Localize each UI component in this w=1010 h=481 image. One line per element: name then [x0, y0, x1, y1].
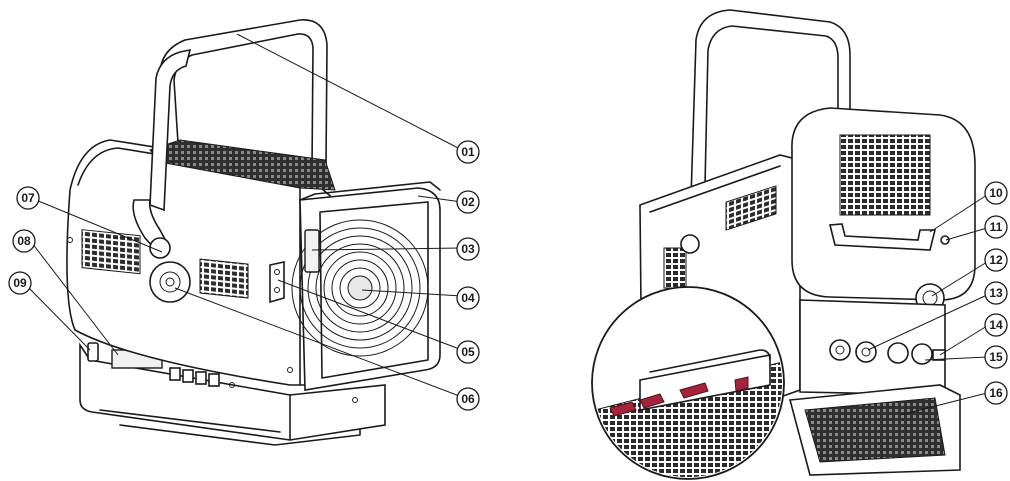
callout-06: 06	[456, 387, 480, 411]
rear-vent-grill	[839, 134, 931, 216]
accessory-clip[interactable]	[304, 229, 320, 273]
callout-09: 09	[8, 271, 32, 295]
latch-tab-3[interactable]	[679, 382, 709, 399]
svg-text:04: 04	[461, 291, 475, 305]
callout-12: 12	[984, 248, 1008, 272]
control-buttons[interactable]	[169, 367, 220, 387]
callout-11: 11	[984, 215, 1008, 239]
svg-text:03: 03	[461, 242, 475, 256]
power-out-connector[interactable]	[911, 343, 933, 365]
svg-text:14: 14	[989, 318, 1003, 332]
svg-text:15: 15	[989, 350, 1003, 364]
svg-text:11: 11	[990, 220, 1003, 234]
callout-13: 13	[984, 281, 1008, 305]
callout-10: 10	[984, 181, 1008, 205]
callout-02: 02	[456, 190, 480, 214]
svg-text:02: 02	[461, 195, 475, 209]
callout-16: 16	[984, 381, 1008, 405]
latch-tab-4[interactable]	[734, 376, 749, 392]
svg-text:10: 10	[989, 186, 1003, 200]
svg-text:01: 01	[461, 145, 475, 159]
data-out-connector[interactable]	[855, 341, 877, 363]
svg-text:09: 09	[13, 276, 27, 290]
side-vent-right	[199, 258, 249, 299]
front-view	[66, 19, 441, 446]
side-vent-left	[81, 229, 141, 275]
callout-03: 03	[456, 237, 480, 261]
callout-07: 07	[16, 186, 40, 210]
rear-side-vent	[725, 185, 777, 231]
handle-screw	[940, 235, 950, 245]
leader-lines	[25, 33, 988, 416]
data-in-connector[interactable]	[829, 339, 851, 361]
safety-latch[interactable]	[269, 261, 285, 304]
usb-port[interactable]	[932, 349, 946, 361]
air-filter-mesh	[804, 397, 946, 463]
svg-text:13: 13	[989, 286, 1003, 300]
power-switch[interactable]	[87, 342, 99, 362]
rear-view	[591, 9, 976, 480]
gel-frame-slot	[299, 181, 441, 201]
yoke-rear	[689, 9, 851, 231]
callout-15: 15	[984, 345, 1008, 369]
svg-text:07: 07	[21, 191, 35, 205]
latch-tab-2[interactable]	[639, 393, 665, 409]
svg-text:16: 16	[989, 386, 1003, 400]
callout-01: 01	[456, 140, 480, 164]
detail-magnifier	[591, 286, 785, 480]
connector-row	[829, 339, 933, 365]
tilt-disk	[149, 261, 191, 303]
svg-text:12: 12	[989, 253, 1003, 267]
svg-text:08: 08	[17, 234, 31, 248]
callout-08: 08	[12, 229, 36, 253]
latch-tab-1[interactable]	[609, 401, 637, 417]
svg-text:06: 06	[461, 392, 475, 406]
yoke-front-arm	[149, 48, 192, 212]
power-in-connector[interactable]	[887, 342, 909, 364]
callout-05: 05	[456, 340, 480, 364]
svg-text:05: 05	[461, 345, 475, 359]
rear-handle[interactable]	[828, 223, 937, 251]
callout-14: 14	[984, 313, 1008, 337]
fresnel-lens	[291, 219, 429, 357]
rear-side-vent-2	[663, 247, 687, 289]
callout-04: 04	[456, 286, 480, 310]
